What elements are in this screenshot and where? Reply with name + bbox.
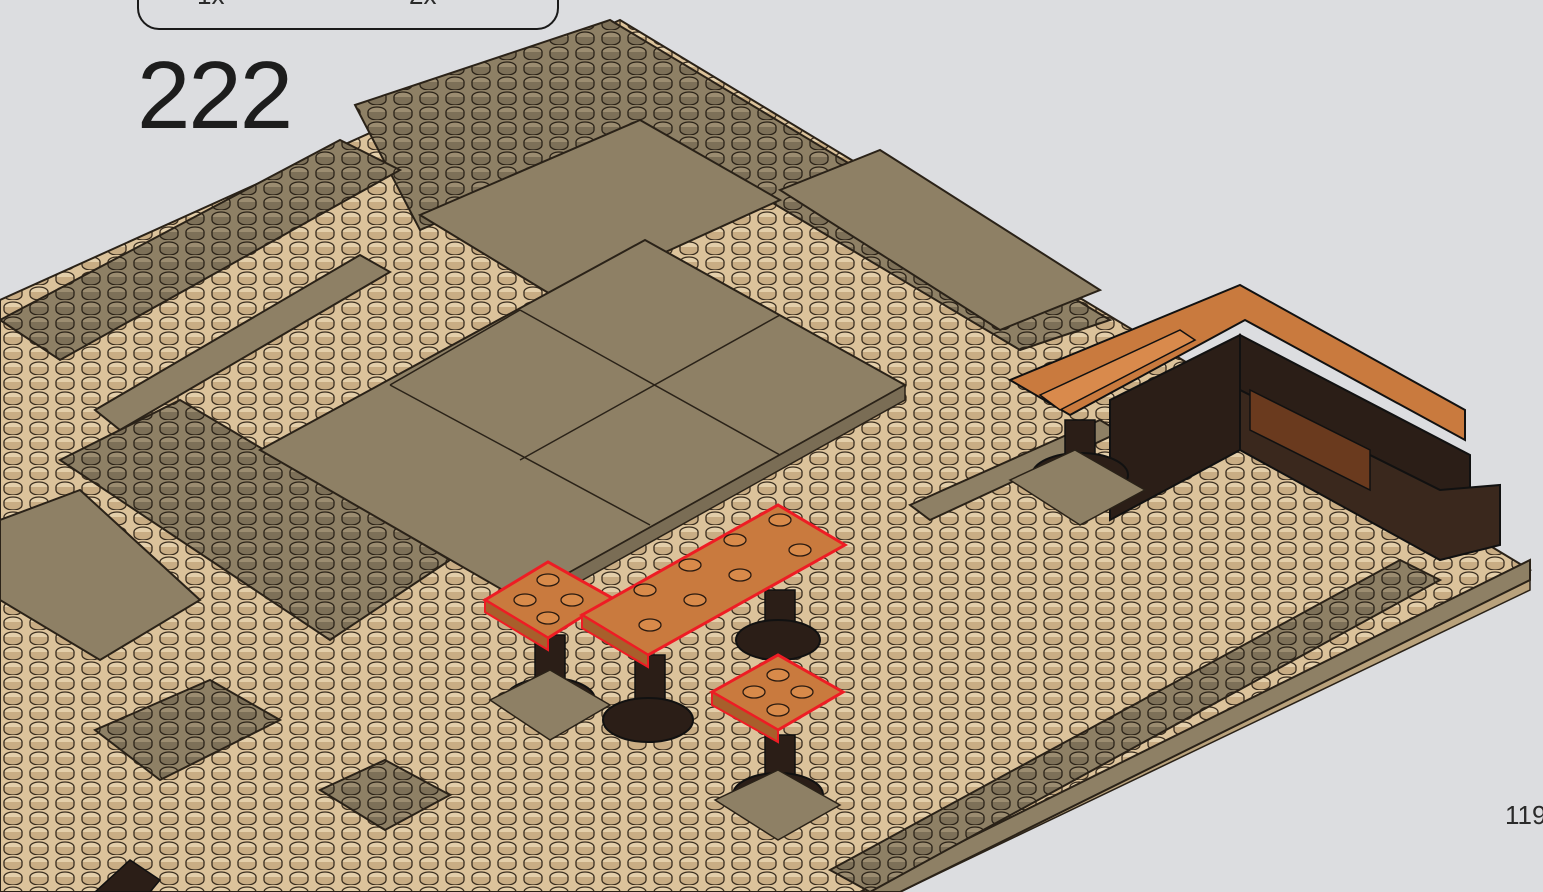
page-number: 119 (1505, 800, 1543, 831)
